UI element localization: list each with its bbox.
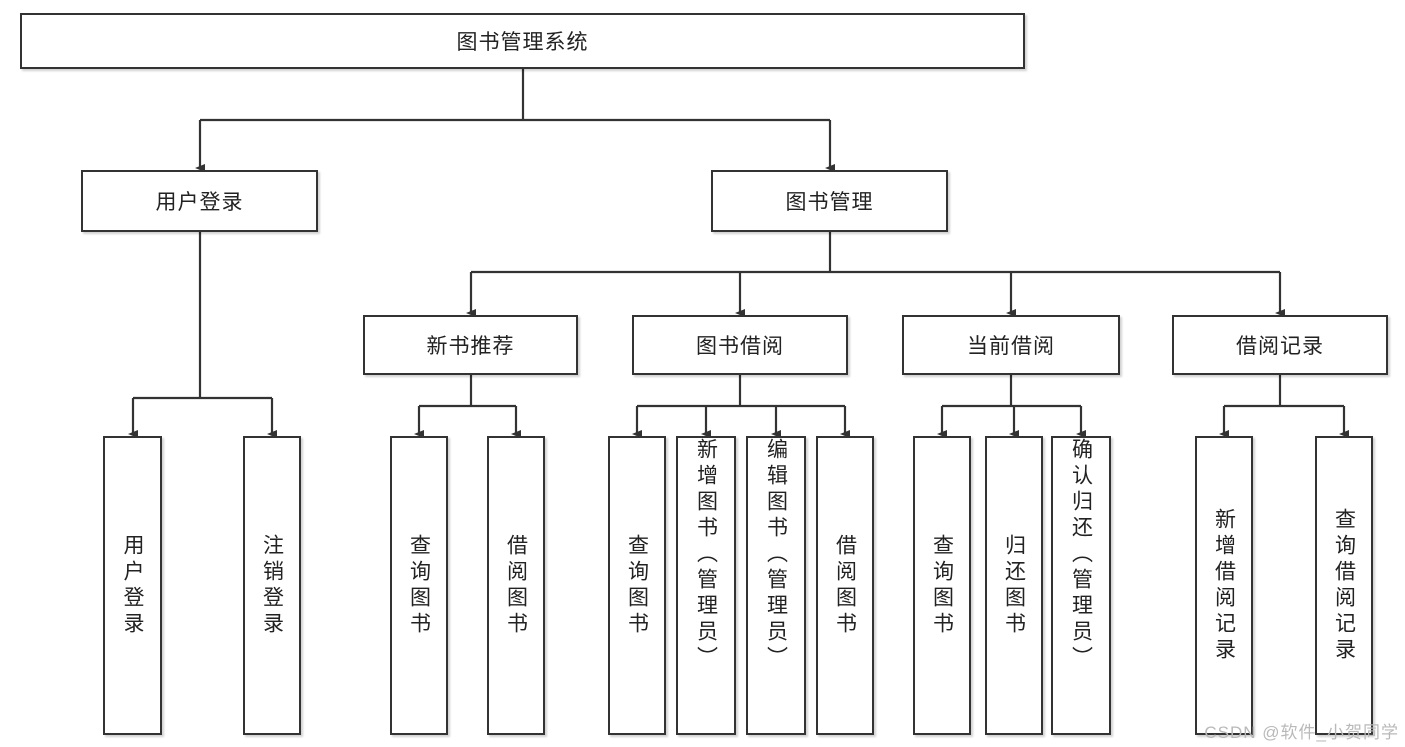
node-label: 编辑图书（管理员） (764, 438, 788, 672)
node-leaf-query-record[interactable]: 查询借阅记录 (1315, 436, 1373, 735)
node-label: 归还图书 (1002, 533, 1026, 638)
node-label: 当前借阅 (967, 335, 1055, 358)
node-label: 新书推荐 (426, 335, 515, 358)
node-label: 借阅图书 (833, 533, 857, 638)
node-label: 新增图书（管理员） (694, 438, 718, 672)
node-label: 查询图书 (407, 533, 431, 638)
node-leaf-query-book-3[interactable]: 查询图书 (913, 436, 971, 735)
node-leaf-user-login[interactable]: 用户登录 (103, 436, 162, 735)
watermark: CSDN @软件_小贺同学 (1204, 723, 1399, 742)
node-leaf-edit-book[interactable]: 编辑图书（管理员） (746, 436, 806, 735)
node-label: 确认归还（管理员） (1069, 438, 1093, 672)
node-leaf-query-book-1[interactable]: 查询图书 (390, 436, 448, 735)
node-borrow-record[interactable]: 借阅记录 (1172, 315, 1388, 375)
node-leaf-logout[interactable]: 注销登录 (243, 436, 301, 735)
node-leaf-add-book[interactable]: 新增图书（管理员） (676, 436, 736, 735)
node-label: 借阅图书 (504, 533, 528, 638)
node-label: 图书管理系统 (456, 31, 589, 54)
node-book-manage[interactable]: 图书管理 (711, 170, 948, 232)
node-label: 图书管理 (785, 191, 874, 214)
node-root[interactable]: 图书管理系统 (20, 13, 1025, 69)
node-label: 借阅记录 (1236, 335, 1324, 358)
node-leaf-add-record[interactable]: 新增借阅记录 (1195, 436, 1253, 735)
node-label: 查询图书 (930, 533, 954, 638)
node-book-borrow[interactable]: 图书借阅 (632, 315, 848, 375)
node-label: 查询借阅记录 (1332, 507, 1356, 664)
node-label: 图书借阅 (696, 335, 784, 358)
node-label: 用户登录 (155, 191, 244, 214)
node-user-login[interactable]: 用户登录 (81, 170, 318, 232)
node-leaf-borrow-book-1[interactable]: 借阅图书 (487, 436, 545, 735)
node-label: 查询图书 (625, 533, 649, 638)
node-current-borrow[interactable]: 当前借阅 (902, 315, 1120, 375)
node-label: 新增借阅记录 (1212, 507, 1236, 664)
node-leaf-query-book-2[interactable]: 查询图书 (608, 436, 666, 735)
node-leaf-borrow-book-2[interactable]: 借阅图书 (816, 436, 874, 735)
node-leaf-return-book[interactable]: 归还图书 (985, 436, 1043, 735)
node-label: 用户登录 (121, 533, 144, 638)
node-leaf-confirm-return[interactable]: 确认归还（管理员） (1051, 436, 1111, 735)
node-label: 注销登录 (260, 533, 284, 638)
node-new-book-recommend[interactable]: 新书推荐 (363, 315, 578, 375)
